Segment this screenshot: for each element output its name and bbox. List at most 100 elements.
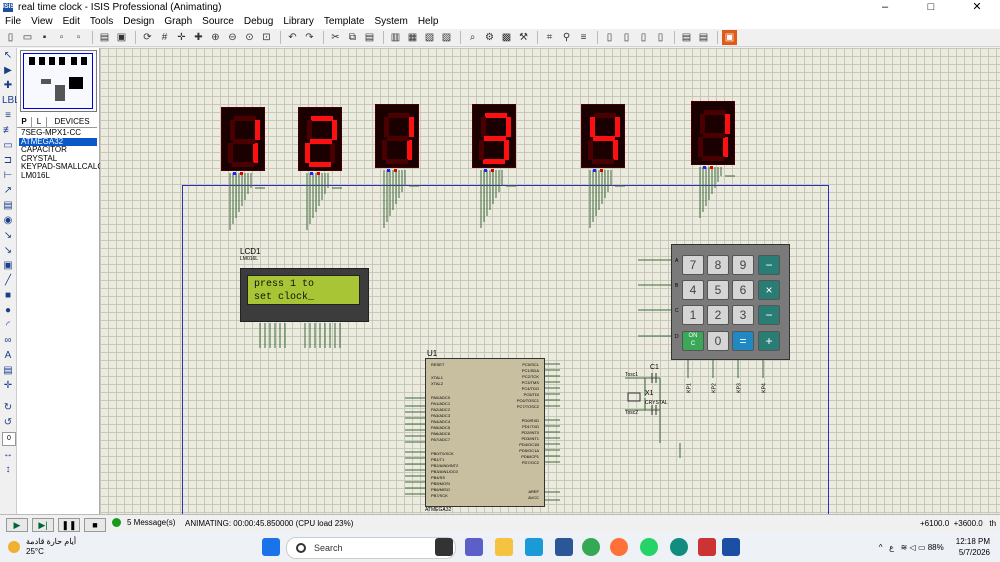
export-icon[interactable]: ▫ <box>76 32 81 43</box>
rotation-angle-field[interactable]: 0 <box>2 432 16 446</box>
print-area-icon[interactable]: ▣ <box>116 32 127 43</box>
paste-icon[interactable]: ▤ <box>364 32 375 43</box>
task-view-icon[interactable] <box>435 538 453 556</box>
generator-icon[interactable]: ◉ <box>3 215 13 226</box>
origin-icon[interactable]: ✛ <box>177 32 186 43</box>
refresh-icon[interactable]: ⟳ <box>143 32 152 43</box>
key-0[interactable]: 0 <box>707 331 729 351</box>
device-item[interactable]: KEYPAD-SMALLCALC <box>21 162 104 172</box>
chrome-icon[interactable] <box>582 538 600 556</box>
text-script-icon[interactable]: ≡ <box>5 110 11 121</box>
rotate-ccw-icon[interactable]: ↺ <box>3 417 13 428</box>
graph-mode-icon[interactable]: ↗ <box>3 185 13 196</box>
rotate-cw-icon[interactable]: ↻ <box>3 402 13 413</box>
marker-2d-icon[interactable]: ✛ <box>3 380 13 391</box>
zoom-out-icon[interactable]: ⊖ <box>228 32 237 43</box>
menu-tools[interactable]: Tools <box>89 16 114 27</box>
mirror-vertical-icon[interactable]: ↕ <box>5 464 11 475</box>
firefox-icon[interactable] <box>610 538 628 556</box>
store-icon[interactable] <box>555 538 573 556</box>
search-tag-icon[interactable]: ⚲ <box>562 32 571 43</box>
menu-debug[interactable]: Debug <box>243 16 274 27</box>
cut-icon[interactable]: ✂ <box>331 32 340 43</box>
pick-device-icon[interactable]: ⌕ <box>469 32 476 43</box>
wire-label-icon[interactable]: LBL <box>2 95 20 106</box>
device-pin-icon[interactable]: ⊢ <box>3 170 13 181</box>
volume-icon[interactable]: ◁ <box>909 542 916 552</box>
close-button[interactable]: ✕ <box>972 1 982 13</box>
grid-icon[interactable]: # <box>161 32 168 43</box>
voltage-probe-icon[interactable]: ↘ <box>3 230 13 241</box>
seven-seg-display-4[interactable] <box>472 104 516 168</box>
circle-2d-icon[interactable]: ● <box>4 305 12 316</box>
subcircuit-icon[interactable]: ▭ <box>3 140 13 151</box>
maximize-button[interactable]: □ <box>927 1 935 13</box>
library-manager-button[interactable]: L <box>32 117 47 127</box>
whatsapp-icon[interactable] <box>640 538 658 556</box>
zoom-area-icon[interactable]: ⊡ <box>262 32 271 43</box>
tray-chevron-icon[interactable]: ^ <box>878 542 883 552</box>
wire-autorouter-icon[interactable]: ⌗ <box>546 32 553 43</box>
make-device-icon[interactable]: ⚙ <box>485 32 494 43</box>
battery-icon[interactable]: ▭ <box>917 542 926 552</box>
schematic-canvas[interactable]: LCD1 LM016L press 1 to set clock_ U1 RES… <box>100 48 1000 514</box>
whatsapp-business-icon[interactable] <box>670 538 688 556</box>
menu-system[interactable]: System <box>374 16 408 27</box>
message-indicator[interactable]: 5 Message(s) <box>112 518 175 527</box>
seven-seg-display-3[interactable] <box>375 104 419 168</box>
game-icon[interactable] <box>698 538 716 556</box>
key-3[interactable]: 3 <box>732 305 754 325</box>
key-equals[interactable]: = <box>732 331 754 351</box>
line-2d-icon[interactable]: ╱ <box>4 275 12 286</box>
menu-source[interactable]: Source <box>202 16 234 27</box>
new-sheet-icon[interactable]: ▯ <box>606 32 613 43</box>
selection-mode-icon[interactable]: ↖ <box>3 50 13 61</box>
redo-icon[interactable]: ↷ <box>305 32 314 43</box>
key-minus[interactable]: − <box>758 305 780 325</box>
windows-start-icon[interactable] <box>262 538 280 556</box>
remove-sheet-icon[interactable]: ▯ <box>623 32 630 43</box>
symbol-2d-icon[interactable]: ▤ <box>3 365 13 376</box>
menu-template[interactable]: Template <box>323 16 365 27</box>
block-copy-icon[interactable]: ▥ <box>390 32 401 43</box>
file-explorer-icon[interactable] <box>495 538 513 556</box>
stop-button[interactable]: ■ <box>84 518 106 532</box>
overview-window[interactable] <box>20 50 97 112</box>
wifi-icon[interactable]: ≋ <box>900 542 908 552</box>
key-minus-top[interactable]: − <box>758 255 780 275</box>
device-item[interactable]: CAPACITOR <box>21 145 67 155</box>
box-2d-icon[interactable]: ■ <box>4 290 12 301</box>
tape-recorder-icon[interactable]: ▤ <box>3 200 13 211</box>
new-file-icon[interactable]: ▯ <box>7 32 14 43</box>
device-item-selected[interactable]: ATMEGA32 <box>19 137 97 147</box>
taskbar-search[interactable]: Search <box>286 537 456 559</box>
key-1[interactable]: 1 <box>682 305 704 325</box>
key-multiply[interactable]: × <box>758 280 780 300</box>
electrical-check-icon[interactable]: ▤ <box>698 32 709 43</box>
menu-file[interactable]: File <box>5 16 22 27</box>
arc-2d-icon[interactable]: ◜ <box>6 320 10 331</box>
zoom-to-child-icon[interactable]: ▯ <box>657 32 664 43</box>
bill-of-materials-icon[interactable]: ▤ <box>681 32 692 43</box>
netlist-to-ares-icon[interactable]: ▣ <box>722 30 737 45</box>
undo-icon[interactable]: ↶ <box>288 32 297 43</box>
zoom-in-icon[interactable]: ⊕ <box>211 32 220 43</box>
junction-dot-icon[interactable]: ✚ <box>3 80 13 91</box>
menu-library[interactable]: Library <box>283 16 314 27</box>
seven-seg-display-6[interactable] <box>691 101 735 165</box>
keypad[interactable]: 7 8 9 − 4 5 6 × 1 2 3 − ON C 0 = + <box>671 244 790 360</box>
menu-design[interactable]: Design <box>123 16 155 27</box>
bus-mode-icon[interactable]: ≢ <box>3 125 13 136</box>
device-item[interactable]: CRYSTAL <box>21 153 58 163</box>
property-tool-icon[interactable]: ≡ <box>580 32 587 43</box>
overview-viewport[interactable] <box>23 53 93 109</box>
edge-icon[interactable] <box>525 538 543 556</box>
lcd-module[interactable]: press 1 to set clock_ <box>240 268 369 322</box>
pause-button[interactable]: ❚❚ <box>58 518 80 532</box>
key-5[interactable]: 5 <box>707 280 729 300</box>
device-item[interactable]: 7SEG-MPX1-CC <box>21 128 82 137</box>
key-4[interactable]: 4 <box>682 280 704 300</box>
menu-edit[interactable]: Edit <box>62 16 80 27</box>
pan-icon[interactable]: ✚ <box>194 32 203 43</box>
play-button[interactable]: ▶ <box>6 518 28 532</box>
